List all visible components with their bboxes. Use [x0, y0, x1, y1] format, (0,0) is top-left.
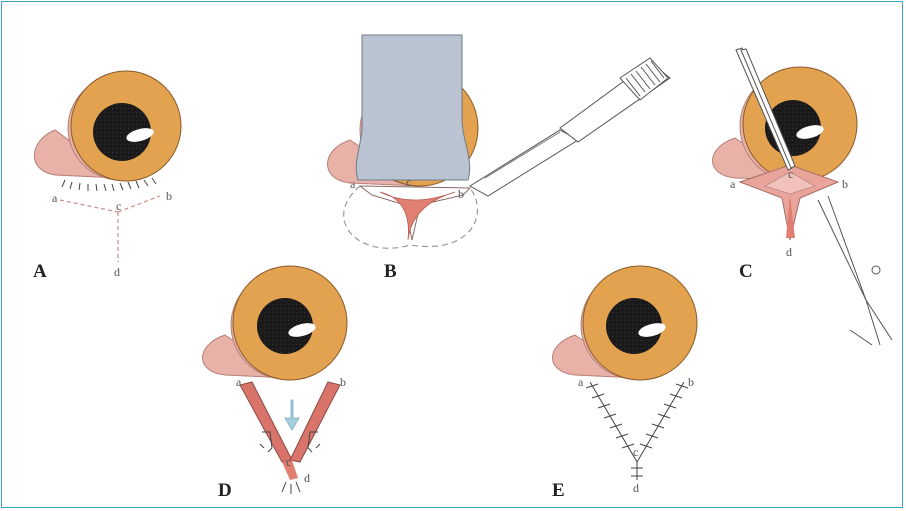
point-b-label: b: [340, 375, 346, 389]
point-c-label: c: [116, 199, 121, 213]
eye-c: [713, 67, 858, 181]
point-d-label: d: [786, 245, 792, 259]
scissors-c[interactable]: [818, 196, 892, 345]
eye-e: [553, 266, 698, 380]
panel-e: a b c d E: [552, 266, 697, 501]
eye-d: [203, 266, 348, 380]
point-a-label: a: [578, 375, 584, 389]
sutures-e: [586, 382, 688, 480]
panel-b-label: B: [384, 261, 397, 282]
panel-d: a b c d D: [203, 266, 348, 501]
wound-b: [360, 186, 470, 240]
point-c-label: c: [286, 455, 291, 469]
scalpel-b[interactable]: [470, 58, 670, 196]
point-a-label: a: [730, 177, 736, 191]
eyelid-guard-b: [356, 35, 469, 180]
panel-a-label: A: [33, 261, 47, 282]
arrow-down-icon: [285, 400, 299, 430]
point-a-label: a: [350, 177, 356, 191]
point-c-label: c: [788, 167, 793, 181]
point-b-label: b: [166, 189, 172, 203]
point-d-label: d: [114, 265, 120, 279]
panel-e-label: E: [552, 480, 565, 501]
point-c-label: c: [406, 175, 411, 189]
panel-c-label: C: [739, 261, 753, 282]
point-b-label: b: [688, 375, 694, 389]
point-b-label: b: [842, 177, 848, 191]
point-b-label: b: [458, 187, 464, 201]
eye-a: [34, 71, 181, 181]
point-d-label: d: [633, 481, 639, 495]
point-c-label: c: [633, 445, 638, 459]
incision-guide-a: [60, 196, 160, 262]
panel-c: a b c d C: [713, 48, 893, 345]
eyelashes-a: [62, 178, 156, 191]
panel-d-label: D: [218, 480, 232, 501]
point-d-label: d: [304, 471, 310, 485]
panel-b: a b c B: [328, 35, 671, 282]
panel-a: a b c d A: [33, 71, 181, 282]
point-a-label: a: [236, 375, 242, 389]
point-a-label: a: [52, 191, 58, 205]
